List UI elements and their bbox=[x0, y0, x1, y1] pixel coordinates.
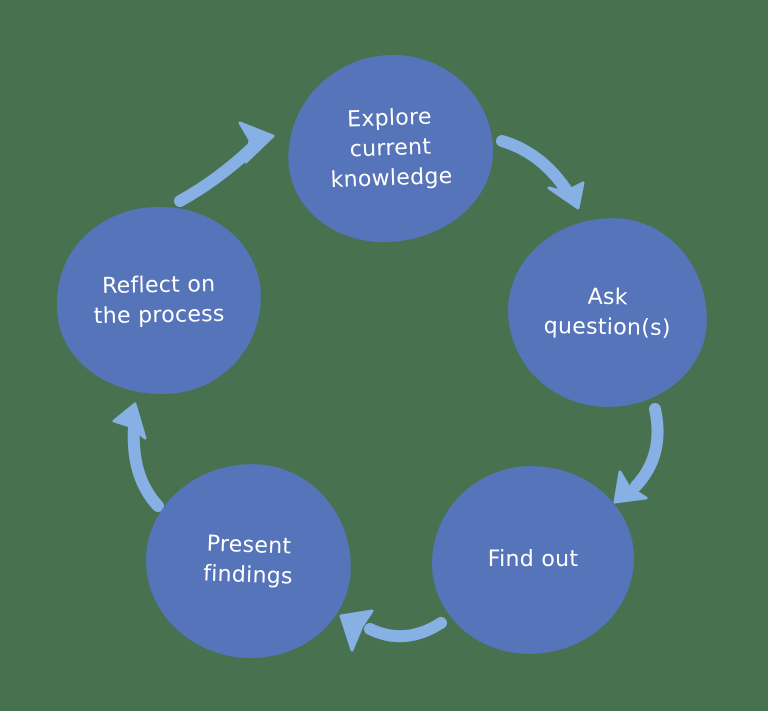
node-label-line: findings bbox=[202, 561, 294, 590]
node-label-line: Reflect on bbox=[101, 271, 216, 299]
arrow-find-out-to-present bbox=[339, 609, 447, 652]
node-find-out: Find out bbox=[432, 466, 634, 654]
arrow-ask-to-find-out bbox=[613, 403, 664, 504]
node-label-line: the process bbox=[93, 301, 225, 329]
node-label-line: knowledge bbox=[330, 163, 453, 193]
node-label-line: Ask bbox=[587, 284, 629, 310]
node-label-line: Explore bbox=[346, 104, 433, 132]
node-label-line: question(s) bbox=[543, 313, 671, 341]
node-label-line: current bbox=[349, 134, 432, 162]
node-label-line: Present bbox=[206, 531, 292, 560]
arrow-present-to-reflect bbox=[112, 402, 164, 512]
arrow-explore-to-ask bbox=[496, 135, 585, 210]
arrow-reflect-to-explore bbox=[174, 121, 275, 207]
node-label-line: Find out bbox=[487, 547, 579, 572]
